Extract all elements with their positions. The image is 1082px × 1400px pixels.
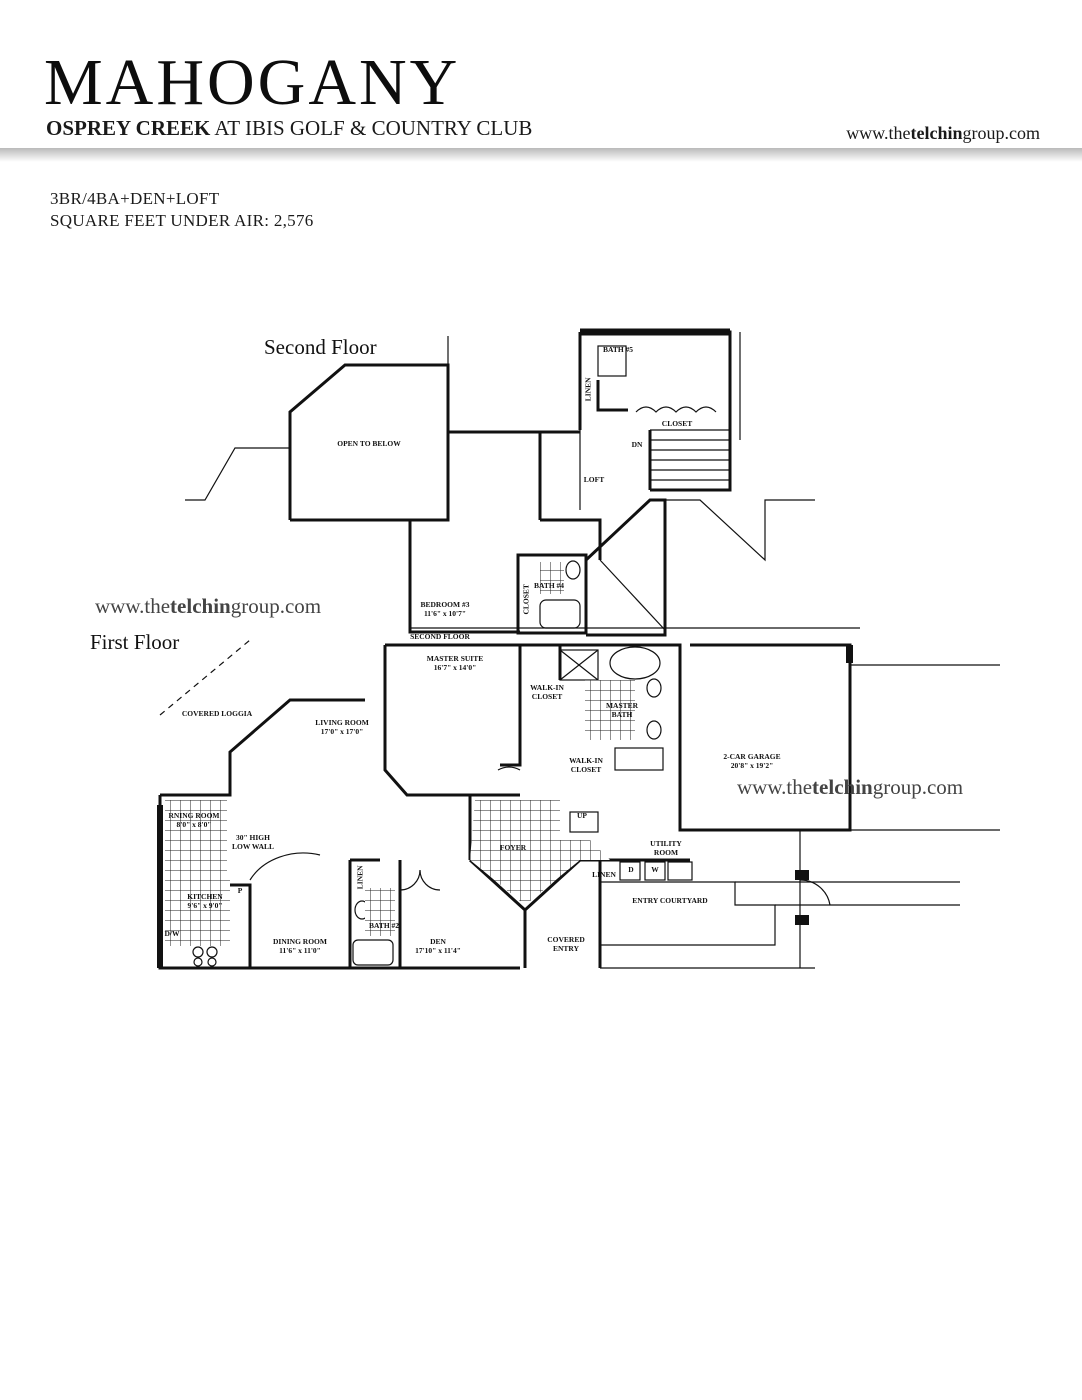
morning-room-dim: 8'0" x 8'0" [176, 819, 212, 829]
website-suffix: group.com [962, 123, 1040, 143]
morning-room-tile [165, 800, 227, 880]
watermark-suffix: group.com [872, 775, 964, 799]
garage-post [846, 645, 853, 663]
room-covered-loggia: COVERED LOGGIA [181, 709, 253, 718]
room-closet-bed3: CLOSET [521, 584, 531, 615]
room-bath-4: BATH #4 [533, 581, 565, 590]
room-closet-upper: CLOSET [661, 419, 693, 428]
room-open-to-below: OPEN TO BELOW [337, 439, 401, 448]
watermark-prefix: www.the [737, 775, 813, 799]
header-bar: MAHOGANY OSPREY CREEK AT IBIS GOLF & COU… [0, 0, 1082, 150]
garage-name: 2-CAR GARAGE [723, 752, 781, 761]
bedroom3-name: BEDROOM #3 [420, 600, 470, 609]
stair-up: UP [577, 811, 587, 820]
master-suite-name: MASTER SUITE [426, 654, 484, 663]
room-linen-utility: LINEN [592, 870, 616, 879]
first-floor-label: First Floor [90, 630, 180, 654]
watermark-prefix: www.the [95, 594, 171, 618]
watermark-website: www.thetelchingroup.com [95, 596, 321, 617]
room-utility-room: UTILITY ROOM [650, 839, 682, 857]
room-foyer: FOYER [499, 843, 527, 852]
room-bath-2: BATH #2 [368, 921, 400, 930]
kitchen-name: KITCHEN [187, 892, 223, 901]
low-wall-note: 30" HIGH LOW WALL [231, 833, 275, 851]
watermark-bold: telchin [812, 775, 873, 799]
first-floor-thin-lines [159, 639, 1000, 969]
foyer-tile [470, 800, 610, 905]
watermark-website: www.thetelchingroup.com [737, 777, 963, 798]
room-walk-in-closet-1: WALK-IN CLOSET [530, 683, 564, 701]
room-covered-entry: COVERED ENTRY [547, 935, 585, 953]
dining-room-dim: 11'6" x 11'0" [279, 945, 321, 955]
morning-room-name: RNING ROOM [168, 811, 220, 820]
website-bold: telchin [910, 123, 963, 143]
room-pantry: P [237, 886, 243, 895]
washer-tag: W [651, 865, 659, 874]
courtyard-post [795, 915, 809, 925]
bedroom3-dim: 11'6" x 10'7" [423, 608, 467, 618]
room-walk-in-closet-2: WALK-IN CLOSET [569, 756, 603, 774]
plan-specs: 3BR/4BA+DEN+LOFT SQUARE FEET UNDER AIR: … [50, 188, 314, 232]
room-den-upper: DN [631, 440, 643, 449]
dishwasher-tag: D/W [164, 929, 180, 938]
square-feet: SQUARE FEET UNDER AIR: 2,576 [50, 211, 314, 230]
kitchen-dim: 9'6" x 9'0" [187, 900, 223, 910]
plan-title: MAHOGANY [44, 46, 461, 119]
living-room-dim: 17'0" x 17'0" [320, 726, 364, 736]
garage-dim: 20'8" x 19'2" [730, 760, 774, 770]
website-prefix: www.the [846, 123, 911, 143]
second-floor-walls [288, 330, 732, 637]
den-name: DEN [430, 937, 446, 946]
room-linen-upper: LINEN [583, 377, 593, 402]
kitchen-tile [165, 880, 230, 946]
room-bath-5: BATH #5 [602, 345, 634, 354]
master-suite-dim: 16'7" x 14'0" [433, 662, 477, 672]
room-linen-lower: LINEN [355, 865, 365, 890]
community-name: OSPREY CREEK [46, 116, 211, 140]
community-subtitle: OSPREY CREEK AT IBIS GOLF & COUNTRY CLUB [46, 118, 532, 139]
header-website: www.thetelchingroup.com [846, 124, 1040, 142]
living-room-name: LIVING ROOM [315, 718, 369, 727]
second-floor-tag: SECOND FLOOR [410, 632, 470, 641]
bath2-tile [365, 888, 395, 936]
watermark-bold: telchin [170, 594, 231, 618]
courtyard-post [795, 870, 809, 880]
watermark-suffix: group.com [230, 594, 322, 618]
bed-bath-summary: 3BR/4BA+DEN+LOFT [50, 189, 220, 208]
dryer-tag: D [628, 865, 634, 874]
room-master-bath: MASTER BATH [605, 701, 639, 719]
room-entry-courtyard: ENTRY COURTYARD [632, 896, 708, 905]
room-loft: LOFT [583, 475, 605, 484]
bath4-tile [540, 562, 564, 594]
den-dim: 17'10" x 11'4" [415, 945, 461, 955]
dining-room-name: DINING ROOM [273, 937, 327, 946]
master-bath-tile [585, 680, 635, 740]
second-floor-thin-lines [185, 332, 860, 631]
community-location: AT IBIS GOLF & COUNTRY CLUB [210, 116, 533, 140]
header-shadow [0, 148, 1082, 162]
second-floor-label: Second Floor [264, 335, 377, 359]
